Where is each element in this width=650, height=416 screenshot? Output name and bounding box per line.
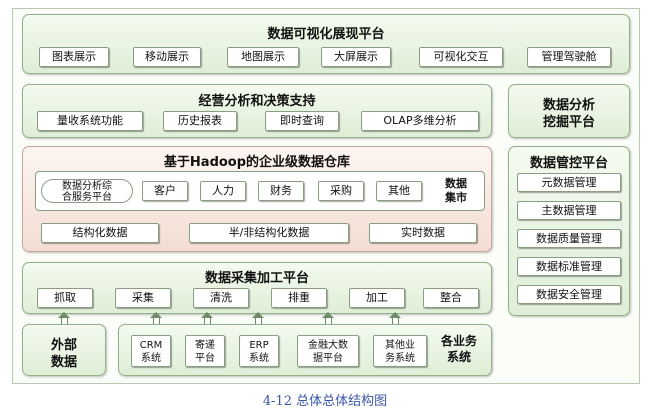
finance-line1: 金融大数 xyxy=(308,340,348,351)
erp-line1: ERP xyxy=(249,340,269,351)
subject-hr-box: 人力 xyxy=(200,181,246,201)
subject-finance-box: 财务 xyxy=(258,181,304,201)
external-data-box: 外部 数据 xyxy=(22,324,106,376)
map-display-box: 地图展示 xyxy=(227,47,299,67)
erp-line2: 系统 xyxy=(249,353,269,364)
crm-line1: CRM xyxy=(139,340,163,351)
master-data-management-box: 主数据管理 xyxy=(517,201,621,220)
subject-procurement-box: 采购 xyxy=(318,181,364,201)
data-mart-label: 数据 集市 xyxy=(434,177,478,205)
data-quality-management-box: 数据质量管理 xyxy=(517,229,621,248)
external-data-line2: 数据 xyxy=(50,355,77,370)
other-business-system-box: 其他业 务系统 xyxy=(373,335,427,367)
data-mining-title-line1: 数据分析 xyxy=(542,98,595,113)
olap-analysis-box: OLAP多维分析 xyxy=(361,111,479,131)
visualization-title: 数据可视化展现平台 xyxy=(267,27,385,42)
subject-customer-box: 客户 xyxy=(142,181,188,201)
industry-line2: 系统 xyxy=(446,350,471,364)
figure-caption: 4-12 总体总体结构图 xyxy=(262,394,388,409)
mobile-display-box: 移动展示 xyxy=(133,47,201,67)
data-governance-title: 数据管控平台 xyxy=(529,156,608,171)
integrate-box: 整合 xyxy=(423,288,479,308)
structured-data-box: 结构化数据 xyxy=(41,223,159,243)
delivery-line1: 寄递 xyxy=(195,340,215,351)
management-cockpit-box: 管理驾驶舱 xyxy=(527,47,611,67)
erp-system-box: ERP 系统 xyxy=(239,335,279,367)
industry-systems-label: 各业务 系统 xyxy=(431,333,487,365)
service-platform-line2: 合服务平台 xyxy=(62,192,112,203)
crawl-box: 抓取 xyxy=(37,288,93,308)
data-mining-title-line2: 挖掘平台 xyxy=(542,115,595,130)
enterprise-data-warehouse: 基于Hadoop的企业级数据仓库 数据分析综 合服务平台 客户 人力 财务 采购… xyxy=(22,146,492,252)
other-line1: 其他业 xyxy=(385,340,415,351)
deduplicate-box: 排重 xyxy=(271,288,327,308)
finance-line2: 据平台 xyxy=(313,353,343,364)
data-collection-title: 数据采集加工平台 xyxy=(204,271,309,286)
realtime-data-box: 实时数据 xyxy=(369,223,477,243)
data-mart-label-line2: 集市 xyxy=(445,191,467,204)
data-standard-management-box: 数据标准管理 xyxy=(517,257,621,276)
business-analysis-platform: 经营分析和决策支持 量收系统功能 历史报表 即时查询 OLAP多维分析 xyxy=(22,84,492,138)
data-governance-platform: 数据管控平台 元数据管理 主数据管理 数据质量管理 数据标准管理 数据安全管理 xyxy=(508,146,630,316)
clean-box: 清洗 xyxy=(193,288,249,308)
business-systems-group: CRM 系统 寄递 平台 ERP 系统 金融大数 据平台 其他业 务系统 各业务… xyxy=(118,324,492,376)
data-collection-platform: 数据采集加工平台 抓取 采集 清洗 排重 加工 整合 xyxy=(22,262,492,314)
visual-interaction-box: 可视化交互 xyxy=(419,47,503,67)
crm-line2: 系统 xyxy=(141,353,161,364)
process-box: 加工 xyxy=(349,288,405,308)
visualization-platform: 数据可视化展现平台 图表展示 移动展示 地图展示 大屏展示 可视化交互 管理驾驶… xyxy=(22,14,630,74)
revenue-system-box: 量收系统功能 xyxy=(37,111,143,131)
warehouse-title: 基于Hadoop的企业级数据仓库 xyxy=(163,155,351,170)
external-data-line1: 外部 xyxy=(50,338,77,353)
crm-system-box: CRM 系统 xyxy=(131,335,171,367)
history-report-box: 历史报表 xyxy=(163,111,237,131)
semi-structured-data-box: 半/非结构化数据 xyxy=(189,223,349,243)
delivery-line2: 平台 xyxy=(195,353,215,364)
chart-display-box: 图表展示 xyxy=(39,47,109,67)
big-screen-display-box: 大屏展示 xyxy=(321,47,391,67)
finance-bigdata-platform-box: 金融大数 据平台 xyxy=(297,335,359,367)
data-mart-group: 数据分析综 合服务平台 客户 人力 财务 采购 其他 数据 集市 xyxy=(35,171,485,211)
data-mining-platform: 数据分析 挖掘平台 xyxy=(508,84,630,138)
instant-query-box: 即时查询 xyxy=(265,111,339,131)
business-analysis-title: 经营分析和决策支持 xyxy=(198,94,316,109)
delivery-platform-box: 寄递 平台 xyxy=(185,335,225,367)
data-security-management-box: 数据安全管理 xyxy=(517,285,621,304)
other-line2: 务系统 xyxy=(385,353,415,364)
data-mart-label-line1: 数据 xyxy=(445,177,467,190)
collect-box: 采集 xyxy=(115,288,171,308)
metadata-management-box: 元数据管理 xyxy=(517,173,621,192)
analysis-service-platform: 数据分析综 合服务平台 xyxy=(41,179,133,203)
industry-line1: 各业务 xyxy=(440,334,477,348)
subject-other-box: 其他 xyxy=(376,181,422,201)
service-platform-line1: 数据分析综 xyxy=(62,181,112,192)
